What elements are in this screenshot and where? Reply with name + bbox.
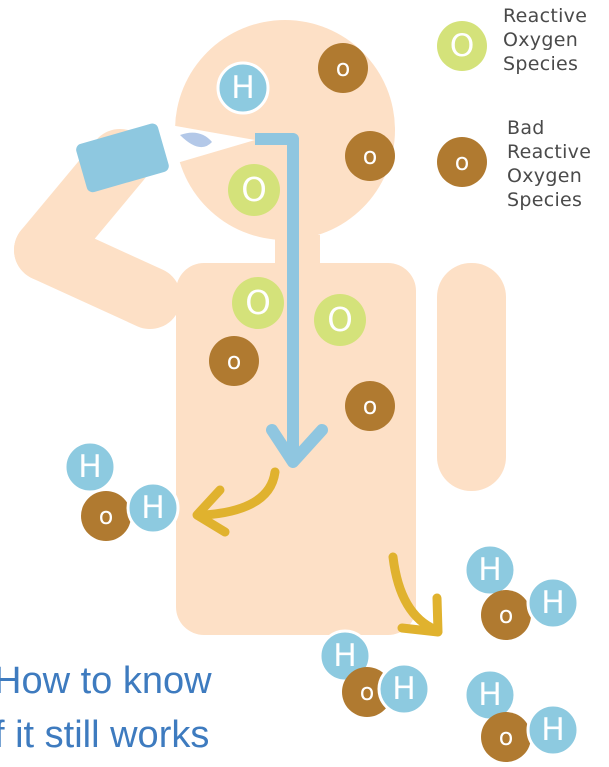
oxygen-atom-label: O	[241, 171, 267, 209]
right-arm	[437, 263, 506, 491]
water-oxygen-atom: o	[481, 712, 531, 762]
water-oxygen-atom-label: o	[499, 723, 514, 751]
oxygen-atom: O	[232, 277, 284, 329]
legend-ros-line: Oxygen	[503, 28, 587, 52]
legend-bad-ros-line: Bad	[507, 116, 591, 140]
water-hydrogen-atom-label: H	[478, 677, 502, 713]
water-hydrogen-atom-label: H	[141, 490, 165, 526]
water-hydrogen-atom: H	[528, 705, 578, 755]
water-hydrogen-atom: H	[379, 664, 429, 714]
legend-ros-line: Species	[503, 52, 587, 76]
caption-line-2: f it still works	[0, 712, 209, 758]
legend-bad-ros-label: Bad Reactive Oxygen Species	[507, 116, 591, 212]
water-hydrogen-atom-label: H	[478, 552, 502, 588]
water-hydrogen-atom-label: H	[541, 712, 565, 748]
hydrogen-atom-label: H	[231, 70, 255, 106]
legend-bad-ros-line: Species	[507, 188, 591, 212]
bad-oxygen-atom-label: o	[336, 54, 351, 82]
water-oxygen-atom-label: o	[499, 601, 514, 629]
bad-oxygen-atom-label: o	[227, 347, 242, 375]
water-hydrogen-atom-label: H	[333, 638, 357, 674]
legend-ros-icon-label: O	[450, 28, 475, 64]
bad-oxygen-atom: o	[318, 43, 368, 93]
oxygen-atom: O	[228, 164, 280, 216]
bad-oxygen-atom: o	[209, 336, 259, 386]
oxygen-atom-label: O	[245, 284, 271, 322]
water-hydrogen-atom-label: H	[392, 671, 416, 707]
legend-ros-icon: O	[437, 21, 487, 71]
caption-line-1: How to know	[0, 658, 212, 704]
legend-ros-line: Reactive	[503, 4, 587, 28]
oxygen-atom-label: O	[327, 301, 353, 339]
water-hydrogen-atom-label: H	[78, 449, 102, 485]
water-hydrogen-atom-label: H	[541, 585, 565, 621]
water-oxygen-atom: o	[481, 590, 531, 640]
legend-bad-ros-line: Reactive	[507, 140, 591, 164]
water-oxygen-atom-label: o	[360, 678, 375, 706]
bad-oxygen-atom-label: o	[363, 142, 378, 170]
legend-bad-ros-icon-label: o	[455, 148, 470, 176]
water-oxygen-atom-label: o	[99, 502, 114, 530]
water-hydrogen-atom: H	[65, 442, 115, 492]
bad-oxygen-atom-label: o	[363, 392, 378, 420]
human-figure	[45, 20, 506, 635]
water-hydrogen-atom: H	[465, 545, 515, 595]
hydrogen-atom: H	[218, 63, 268, 113]
bottle-body	[75, 122, 170, 193]
legend-bad-ros-line: Oxygen	[507, 164, 591, 188]
bad-oxygen-atom: o	[345, 381, 395, 431]
legend-bad-ros-icon: o	[437, 137, 487, 187]
water-hydrogen-atom: H	[528, 578, 578, 628]
legend-ros-label: Reactive Oxygen Species	[503, 4, 587, 76]
water-hydrogen-atom: H	[128, 483, 178, 533]
water-oxygen-atom: o	[81, 491, 131, 541]
oxygen-atom: O	[314, 294, 366, 346]
bad-oxygen-atom: o	[345, 131, 395, 181]
